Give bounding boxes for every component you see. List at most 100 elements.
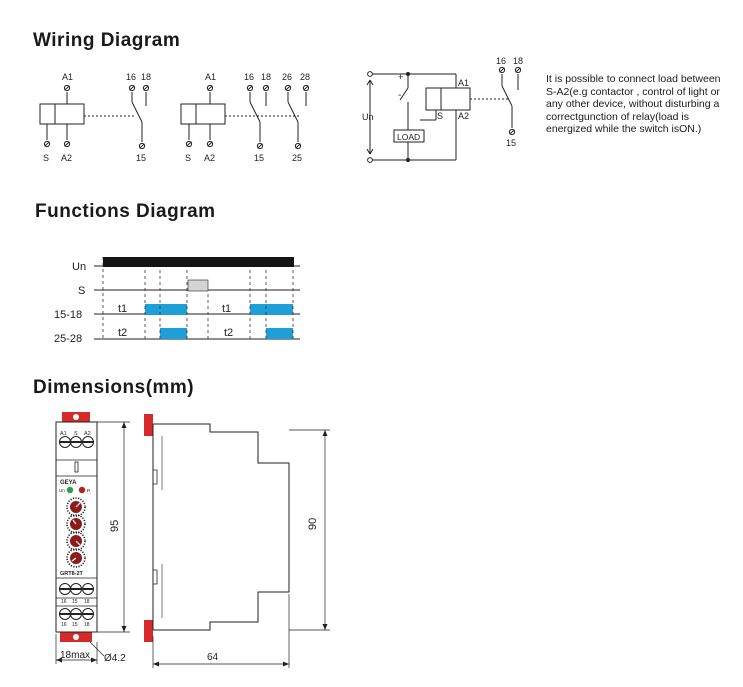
label-a1: A1 — [458, 78, 469, 88]
terminal-a1 — [63, 84, 71, 92]
terminal-16 — [128, 84, 136, 92]
knob-4 — [66, 548, 86, 568]
dimensions-front-view: A1 S A2 GEYA Un R GRT8-2T — [55, 412, 130, 664]
terminal-a1 — [206, 84, 214, 92]
coil-box — [39, 103, 85, 125]
top-label-s: S — [74, 431, 78, 437]
terminal-16 — [498, 66, 506, 74]
output-1518-pulse-2 — [250, 304, 293, 315]
label-16: 16 — [244, 72, 254, 82]
dimension-90: 90 — [307, 518, 319, 530]
led-r-label: R — [87, 488, 91, 493]
label-16: 16 — [496, 56, 506, 66]
bottom-label-18a: 18 — [84, 599, 90, 605]
terminal-s — [43, 140, 51, 148]
terminal-15 — [138, 142, 146, 150]
brand-label: GEYA — [60, 480, 77, 486]
label-minus: - — [398, 90, 401, 101]
terminal-28 — [302, 84, 310, 92]
label-s: S — [43, 153, 49, 163]
side-clip-top — [144, 414, 153, 436]
output-1518-pulse-1 — [145, 304, 187, 315]
row-label-1518: 15-18 — [54, 309, 82, 321]
side-clip-bottom — [144, 620, 153, 642]
t2-label-1: t2 — [118, 327, 127, 339]
label-load: LOAD — [397, 132, 420, 142]
output-2528-pulse-1 — [160, 328, 187, 339]
terminal-a2 — [206, 140, 214, 148]
t2-label-2: t2 — [224, 327, 233, 339]
label-a2: A2 — [204, 153, 215, 163]
terminal-s — [185, 140, 193, 148]
dimension-hole: Ø4.2 — [104, 653, 126, 664]
label-18: 18 — [261, 72, 271, 82]
dimension-64: 64 — [207, 652, 219, 663]
bottom-label-16b: 16 — [61, 622, 67, 628]
module-body — [55, 421, 98, 633]
model-label: GRT8-2T — [60, 571, 84, 577]
bottom-label-15a: 15 — [72, 599, 78, 605]
s-signal-bar — [187, 279, 209, 292]
led-r — [78, 486, 86, 494]
label-15: 15 — [254, 153, 264, 163]
dimensions-title: Dimensions(mm) — [33, 377, 195, 398]
functions-title: Functions Diagram — [35, 201, 216, 222]
label-plus: + — [398, 72, 403, 82]
load-box — [393, 129, 425, 143]
label-s: S — [437, 111, 443, 121]
wiring-note: It is possible to connect load between S… — [546, 73, 721, 135]
label-18: 18 — [513, 56, 523, 66]
knob-2 — [66, 514, 86, 534]
label-18: 18 — [141, 72, 151, 82]
label-26: 26 — [282, 72, 292, 82]
bottom-label-15b: 15 — [72, 622, 78, 628]
side-profile — [153, 423, 290, 631]
knob-3 — [66, 531, 86, 551]
label-28: 28 — [300, 72, 310, 82]
label-15: 15 — [506, 138, 516, 148]
terminal-15 — [508, 128, 516, 136]
wiring-diagram-single — [39, 92, 147, 142]
coil-box — [180, 103, 226, 125]
terminal-a2 — [63, 140, 71, 148]
wiring-title: Wiring Diagram — [33, 30, 181, 51]
terminal-26 — [284, 84, 292, 92]
terminal-18 — [142, 84, 150, 92]
led-un — [66, 486, 74, 494]
label-un: Un — [362, 112, 374, 122]
row-label-s: S — [78, 285, 85, 297]
knob-1 — [66, 497, 86, 517]
dimensions-side-view: 90 64 — [144, 414, 330, 668]
label-a1: A1 — [62, 72, 73, 82]
dimension-95: 95 — [109, 520, 121, 532]
un-signal-bar — [103, 257, 294, 267]
wiring-diagram-double — [180, 92, 307, 142]
bottom-label-18b: 18 — [84, 622, 90, 628]
row-label-un: Un — [72, 261, 86, 273]
output-2528-pulse-2 — [266, 328, 293, 339]
dimension-18max: 18max — [60, 650, 90, 661]
terminal-15 — [256, 142, 264, 150]
terminal-18 — [514, 66, 522, 74]
functions-diagram: Un S 15-18 25-28 t1 t1 t2 t2 — [54, 257, 300, 345]
top-label-a2: A2 — [84, 431, 91, 437]
label-16: 16 — [126, 72, 136, 82]
terminal-18 — [262, 84, 270, 92]
label-a1: A1 — [205, 72, 216, 82]
label-15: 15 — [136, 153, 146, 163]
terminal-16 — [246, 84, 254, 92]
led-un-label: Un — [59, 488, 65, 493]
t1-label-1: t1 — [118, 303, 127, 315]
row-label-2528: 25-28 — [54, 333, 82, 345]
terminal-25 — [294, 142, 302, 150]
label-a2: A2 — [458, 111, 469, 121]
label-s: S — [185, 153, 191, 163]
label-25: 25 — [292, 153, 302, 163]
top-label-a1: A1 — [60, 431, 67, 437]
bottom-label-16a: 16 — [61, 599, 67, 605]
label-a2: A2 — [61, 153, 72, 163]
coil-box — [425, 87, 471, 111]
t1-label-2: t1 — [222, 303, 231, 315]
wiring-diagram-load — [366, 73, 519, 161]
